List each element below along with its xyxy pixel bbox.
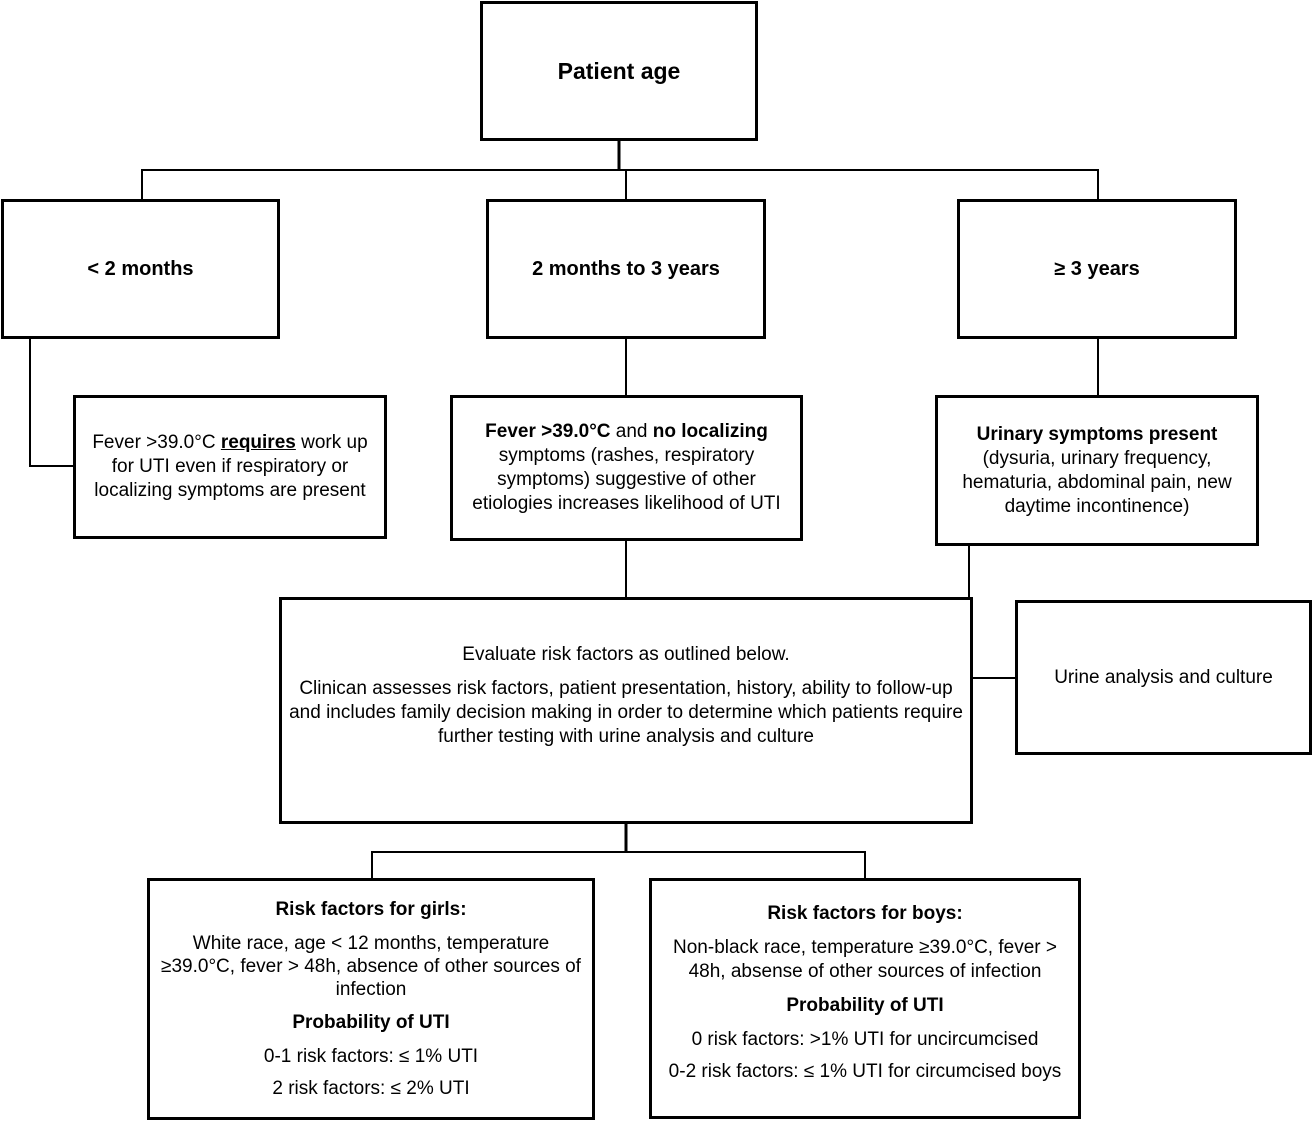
girls-probability-1: 0-1 risk factors: ≤ 1% UTI bbox=[263, 1045, 479, 1067]
girls-probability-2: 2 risk factors: ≤ 2% UTI bbox=[272, 1077, 470, 1099]
boys-probability-1: 0 risk factors: >1% UTI for uncircumcise… bbox=[691, 1028, 1039, 1050]
patient-age-box: Patient age bbox=[480, 1, 758, 141]
fever-threshold: Fever >39.0°C bbox=[485, 421, 611, 442]
evaluate-line-2: Clinican assesses risk factors, patient … bbox=[289, 677, 963, 747]
age-2-months-to-3-years-label: 2 months to 3 years bbox=[532, 258, 720, 280]
note-text-post: work up for UTI even if respiratory or l… bbox=[94, 432, 368, 501]
age-3-years-plus-box: ≥ 3 years bbox=[957, 199, 1237, 339]
boys-factors: Non-black race, temperature ≥39.0°C, fev… bbox=[673, 936, 1057, 982]
boys-probability-2: 0-2 risk factors: ≤ 1% UTI for circumcis… bbox=[668, 1060, 1062, 1082]
2-months-to-3-years-note-text: Fever >39.0°C and no localizing symptoms… bbox=[461, 420, 792, 516]
requires-emphasis: requires bbox=[220, 432, 296, 453]
3-years-plus-note: Urinary symptoms present (dysuria, urina… bbox=[935, 395, 1259, 546]
girls-heading: Risk factors for girls: bbox=[275, 898, 467, 920]
girls-probability-heading: Probability of UTI bbox=[292, 1011, 450, 1033]
age-2-months-to-3-years-box: 2 months to 3 years bbox=[486, 199, 766, 339]
age-3-years-plus-label: ≥ 3 years bbox=[1054, 258, 1140, 280]
urine-analysis-box: Urine analysis and culture bbox=[1015, 600, 1312, 755]
boys-probability-heading: Probability of UTI bbox=[786, 994, 944, 1016]
under-2-months-note: Fever >39.0°C requires work up for UTI e… bbox=[73, 395, 387, 539]
note-connector: and bbox=[610, 421, 653, 442]
evaluate-risk-factors-box: Evaluate risk factors as outlined below.… bbox=[279, 597, 973, 824]
patient-age-label: Patient age bbox=[557, 58, 681, 84]
urinary-symptoms-heading: Urinary symptoms present bbox=[976, 423, 1218, 445]
age-under-2-months-label: < 2 months bbox=[87, 258, 194, 280]
boys-risk-factors-box: Risk factors for boys: Non-black race, t… bbox=[649, 878, 1081, 1119]
boys-heading: Risk factors for boys: bbox=[767, 902, 963, 924]
note-text-pre: Fever >39.0°C bbox=[92, 432, 221, 453]
evaluate-line-1: Evaluate risk factors as outlined below. bbox=[462, 643, 790, 665]
urinary-symptoms-list: (dysuria, urinary frequency, hematuria, … bbox=[962, 447, 1232, 517]
note-text-rest: symptoms (rashes, respiratory symptoms) … bbox=[472, 445, 781, 514]
2-months-to-3-years-note: Fever >39.0°C and no localizing symptoms… bbox=[450, 395, 803, 541]
girls-risk-factors-box: Risk factors for girls: White race, age … bbox=[147, 878, 595, 1120]
girls-factors: White race, age < 12 months, temperature… bbox=[161, 932, 581, 1000]
under-2-months-note-text: Fever >39.0°C requires work up for UTI e… bbox=[84, 431, 376, 503]
age-under-2-months-box: < 2 months bbox=[1, 199, 280, 339]
no-localizing: no localizing bbox=[652, 421, 768, 442]
urine-analysis-label: Urine analysis and culture bbox=[1054, 666, 1273, 688]
